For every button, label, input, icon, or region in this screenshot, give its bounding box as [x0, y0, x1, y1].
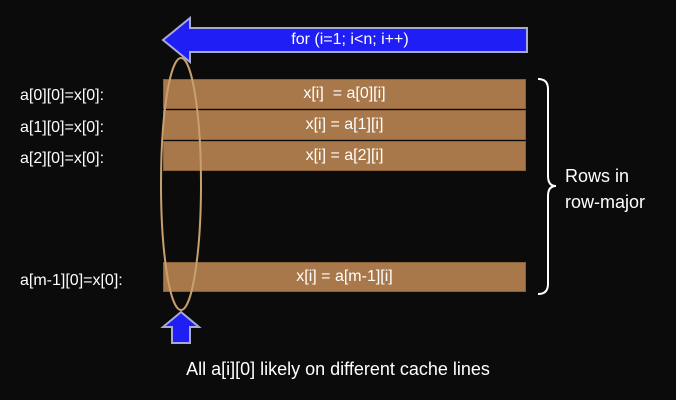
side-note-line2: row-major — [565, 192, 646, 212]
rows-bracket — [537, 78, 557, 295]
row-label-last: a[m-1][0]=x[0]: — [20, 272, 123, 289]
row-label-2: a[2][0]=x[0]: — [20, 150, 105, 167]
row-bar-2: x[i] = a[2][i] — [163, 141, 526, 171]
row-bar-last: x[i] = a[m-1][i] — [163, 262, 526, 292]
side-note: Rows in row-major — [565, 163, 645, 215]
row-label-0: a[0][0]=x[0]: — [20, 87, 105, 104]
loop-label: for (i=1; i<n; i++) — [291, 31, 409, 48]
row-bar-0: x[i] = a[0][i] — [163, 79, 526, 109]
caption: All a[i][0] likely on different cache li… — [186, 359, 490, 379]
column-ellipse — [160, 57, 202, 311]
side-note-line1: Rows in — [565, 166, 630, 186]
row-bar-1: x[i] = a[1][i] — [163, 110, 526, 140]
row-label-1: a[1][0]=x[0]: — [20, 119, 105, 136]
loop-arrow — [161, 15, 528, 65]
column-arrow — [160, 310, 202, 344]
